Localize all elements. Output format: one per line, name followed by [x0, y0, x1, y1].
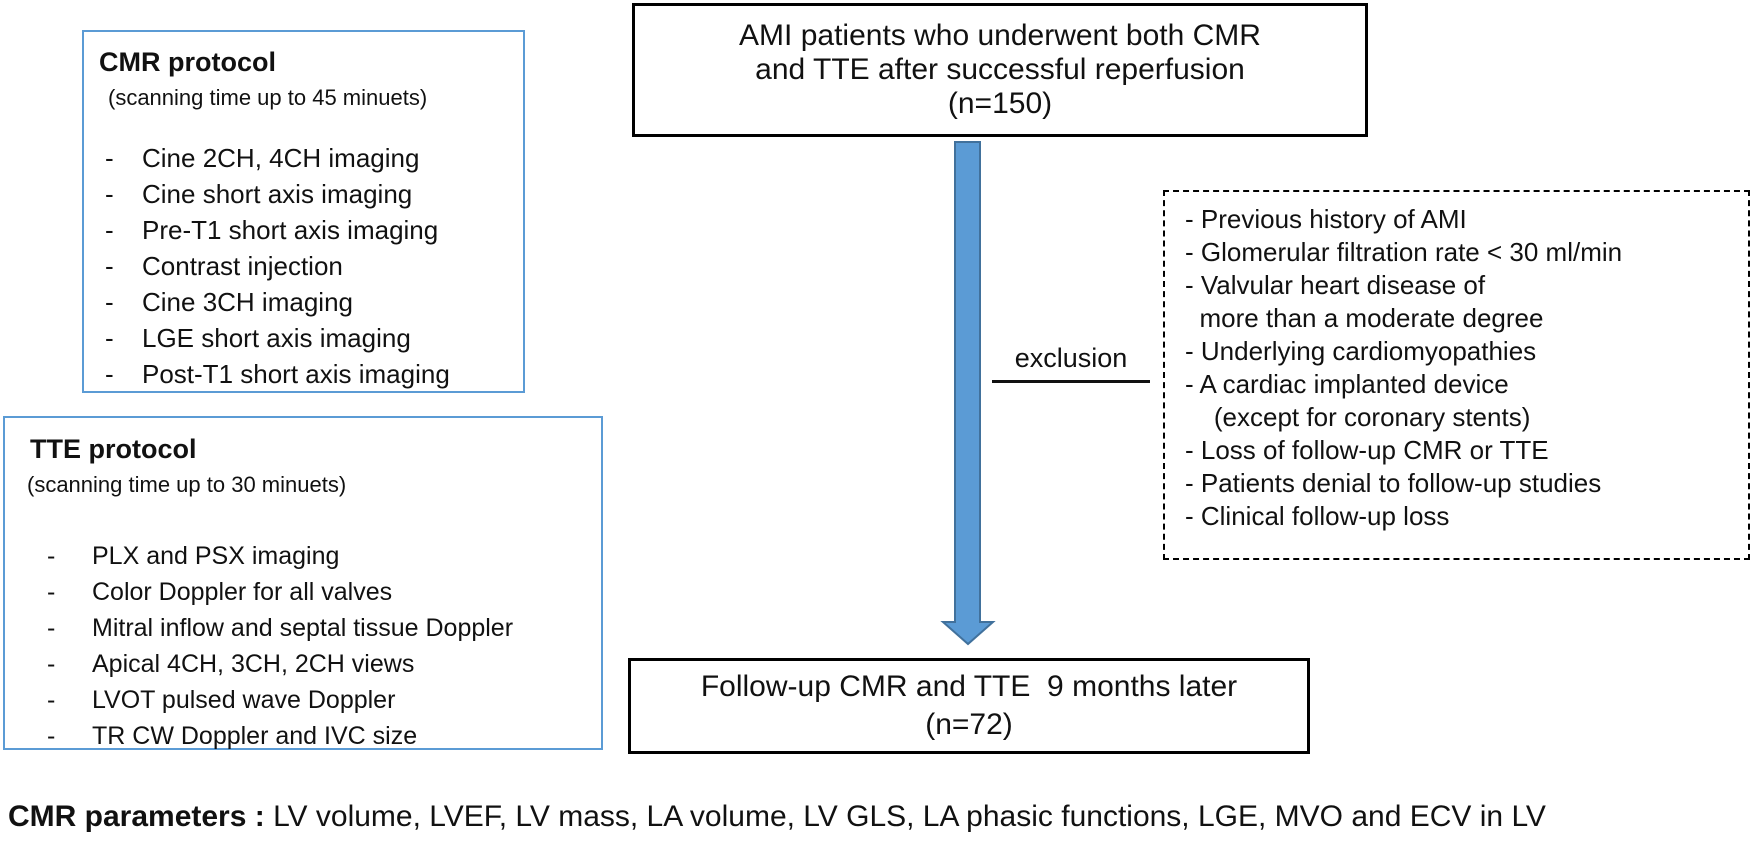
dash-bullet: - [47, 578, 56, 606]
list-item: - Post-T1 short axis imaging [105, 356, 523, 392]
list-item: - Apical 4CH, 3CH, 2CH views [47, 646, 601, 682]
list-item: - Mitral inflow and septal tissue Dopple… [47, 610, 601, 646]
cmr-protocol-title: CMR protocol [99, 47, 276, 77]
list-item-text: Pre-T1 short axis imaging [142, 215, 439, 245]
exclusion-criterion: - Previous history of AMI [1185, 204, 1467, 234]
list-item-text: LVOT pulsed wave Doppler [92, 686, 396, 714]
exclusion-criterion: - Patients denial to follow-up studies [1185, 468, 1602, 498]
cmr-protocol-subtitle: (scanning time up to 45 minuets) [108, 85, 428, 110]
list-item: - Cine 2CH, 4CH imaging [105, 140, 523, 176]
exclusion-criterion: more than a moderate degree [1185, 303, 1544, 333]
dash-bullet: - [105, 143, 114, 173]
enrollment-line: and TTE after successful reperfusion [755, 53, 1245, 86]
dash-bullet: - [47, 722, 56, 750]
exclusion-criterion: (except for coronary stents) [1185, 402, 1531, 432]
followup-box: Follow-up CMR and TTE 9 months later (n=… [628, 658, 1310, 754]
followup-line: (n=72) [925, 708, 1013, 741]
dash-bullet: - [105, 215, 114, 245]
cmr-protocol-list: - Cine 2CH, 4CH imaging - Cine short axi… [84, 140, 523, 392]
list-item-text: LGE short axis imaging [142, 323, 411, 353]
list-item: - LVOT pulsed wave Doppler [47, 682, 601, 718]
list-item-text: TR CW Doppler and IVC size [92, 722, 418, 750]
exclusion-criterion: - Valvular heart disease of [1185, 270, 1486, 300]
enrollment-box: AMI patients who underwent both CMR and … [632, 3, 1368, 137]
exclusion-criteria-box: - Previous history of AMI - Glomerular f… [1163, 190, 1750, 560]
cmr-parameters-caption: CMR parameters : LV volume, LVEF, LV mas… [8, 800, 1753, 834]
list-item-text: Mitral inflow and septal tissue Doppler [92, 614, 514, 642]
list-item-text: Cine short axis imaging [142, 179, 413, 209]
list-item: - PLX and PSX imaging [47, 538, 601, 574]
cmr-protocol-box: CMR protocol (scanning time up to 45 min… [82, 30, 525, 393]
tte-protocol-subtitle: (scanning time up to 30 minuets) [27, 472, 347, 497]
list-item-text: Color Doppler for all valves [92, 578, 393, 606]
dash-bullet: - [47, 542, 56, 570]
list-item-text: Cine 3CH imaging [142, 287, 353, 317]
list-item: - LGE short axis imaging [105, 320, 523, 356]
dash-bullet: - [105, 287, 114, 317]
list-item-text: Apical 4CH, 3CH, 2CH views [92, 650, 415, 678]
list-item-text: PLX and PSX imaging [92, 542, 340, 570]
exclusion-criterion: - A cardiac implanted device [1185, 369, 1509, 399]
enrollment-line: (n=150) [947, 87, 1053, 120]
dash-bullet: - [47, 614, 56, 642]
list-item: - Color Doppler for all valves [47, 574, 601, 610]
dash-bullet: - [105, 359, 114, 389]
enrollment-line: AMI patients who underwent both CMR [739, 19, 1261, 52]
dash-bullet: - [47, 686, 56, 714]
list-item-text: Cine 2CH, 4CH imaging [142, 143, 420, 173]
dash-bullet: - [105, 323, 114, 353]
dash-bullet: - [105, 179, 114, 209]
list-item-text: Contrast injection [142, 251, 343, 281]
exclusion-criterion: - Clinical follow-up loss [1185, 501, 1450, 531]
list-item: - Pre-T1 short axis imaging [105, 212, 523, 248]
exclusion-criterion: - Glomerular filtration rate < 30 ml/min [1185, 237, 1623, 267]
tte-protocol-list: - PLX and PSX imaging - Color Doppler fo… [5, 538, 601, 754]
tte-protocol-box: TTE protocol (scanning time up to 30 min… [3, 416, 603, 750]
dash-bullet: - [47, 650, 56, 678]
tte-protocol-title: TTE protocol [30, 434, 197, 464]
list-item: - TR CW Doppler and IVC size [47, 718, 601, 754]
exclusion-criterion: - Underlying cardiomyopathies [1185, 336, 1537, 366]
exclusion-criterion: - Loss of follow-up CMR or TTE [1185, 435, 1549, 465]
exclusion-label: exclusion [992, 342, 1150, 383]
down-arrow-icon [940, 141, 996, 646]
caption-text: LV volume, LVEF, LV mass, LA volume, LV … [273, 800, 1546, 833]
list-item-text: Post-T1 short axis imaging [142, 359, 450, 389]
dash-bullet: - [105, 251, 114, 281]
followup-line: Follow-up CMR and TTE 9 months later [700, 670, 1238, 703]
list-item: - Cine 3CH imaging [105, 284, 523, 320]
caption-label: CMR parameters : [8, 800, 274, 833]
list-item: - Cine short axis imaging [105, 176, 523, 212]
list-item: - Contrast injection [105, 248, 523, 284]
